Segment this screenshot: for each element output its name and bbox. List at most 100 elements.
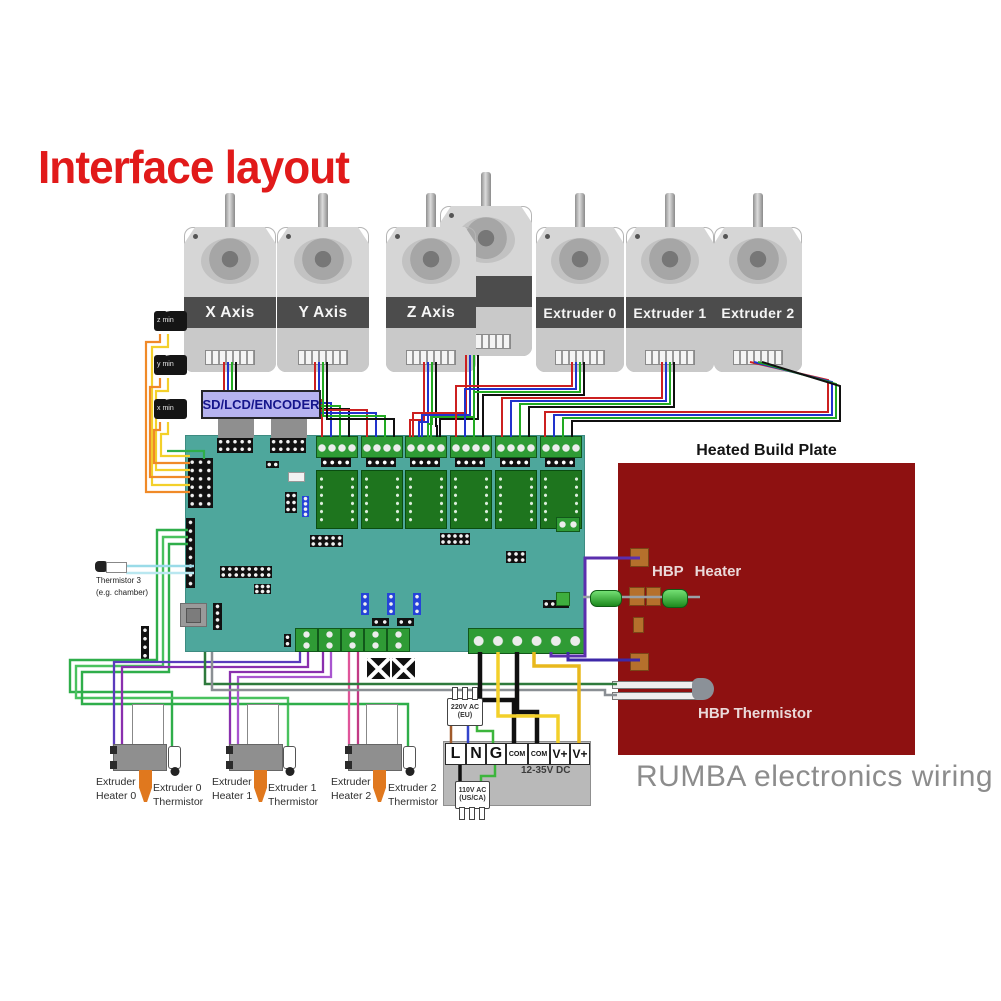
blue-jumper-header	[387, 593, 395, 615]
stepper-terminal	[495, 436, 537, 458]
endstop-label: y min	[157, 361, 174, 368]
thermistor3-body	[106, 562, 127, 573]
pin-header	[397, 618, 414, 626]
plug-prong	[469, 807, 475, 820]
wire-motor-e0	[455, 362, 573, 437]
motor-connector	[645, 350, 695, 365]
wire-motor-e0	[482, 362, 585, 437]
plug-prong	[472, 687, 478, 700]
blue-jumper-header	[302, 496, 309, 517]
pin-header	[141, 626, 149, 660]
motor-connector	[205, 350, 255, 365]
pin-header	[284, 634, 291, 647]
motor-shaft	[753, 193, 763, 231]
stepper-header	[455, 458, 485, 467]
pin-header	[266, 461, 279, 468]
extruder-thermistor-label: Extruder 1 Thermistor	[268, 782, 318, 809]
hbp-thermistor-head	[692, 678, 714, 700]
pin-header	[254, 584, 271, 594]
hbp-led	[662, 589, 688, 608]
plug-prong	[479, 807, 485, 820]
output-terminal	[364, 628, 387, 652]
smd-component	[288, 472, 305, 482]
fuse-holder	[392, 658, 415, 679]
motor-connector	[406, 350, 456, 365]
switch-lever	[164, 399, 187, 401]
endstop-label: x min	[157, 405, 174, 412]
usb-connector	[180, 603, 207, 627]
pin-header	[440, 533, 470, 545]
wire-motor-e1	[510, 362, 667, 437]
endstop-switch-y: y min	[154, 355, 187, 375]
wire-psu-v	[532, 652, 581, 745]
thermistor-probe	[283, 746, 296, 769]
heated-build-plate	[618, 463, 915, 755]
endstop-switch-x: x min	[154, 399, 187, 419]
hbp-solder-pad	[633, 617, 644, 633]
label-line: Heater 1	[212, 789, 253, 802]
extruder-heater-label: Extruder Heater 1	[212, 776, 252, 803]
wire-motor-e0	[473, 362, 581, 437]
motor-shaft	[225, 193, 235, 231]
wire-motor-e1	[528, 362, 675, 437]
terminal-cell-vplus: V+	[570, 743, 590, 765]
terminal-cell-com: COM	[506, 743, 528, 765]
output-terminal	[341, 628, 364, 652]
label-line: Extruder 2	[388, 782, 437, 794]
terminal-cell-g: G	[486, 743, 506, 765]
plug-prong	[459, 807, 465, 820]
stepper-terminal	[361, 436, 403, 458]
motor-extruder-2: Extruder 2	[714, 193, 802, 372]
label-line: Thermistor	[388, 795, 439, 808]
stepper-header	[500, 458, 530, 467]
heated-build-plate-label: Heated Build Plate	[696, 442, 837, 459]
motor-shaft	[481, 172, 491, 210]
stepper-terminal	[316, 436, 358, 458]
extruder-heater-label: Extruder Heater 0	[96, 776, 136, 803]
blue-jumper-header	[361, 593, 369, 615]
lcd-header	[217, 438, 253, 453]
heater-block	[226, 744, 283, 771]
motor-connector	[555, 350, 605, 365]
wire-motor-z	[435, 362, 438, 437]
nozzle	[139, 770, 152, 802]
stepper-header	[321, 458, 351, 467]
extruder-thermistor-label: Extruder 2 Thermistor	[388, 782, 438, 809]
sd-lcd-encoder-box: SD/LCD/ENCODER	[201, 390, 321, 419]
output-terminal	[387, 628, 410, 652]
label-line: Thermistor	[268, 795, 319, 808]
label-line: Extruder 0	[153, 782, 202, 794]
thermistor3-line2: (e.g. chamber)	[96, 587, 149, 597]
wire-motor-e2	[544, 361, 829, 437]
wire-psu-com	[477, 652, 517, 745]
motor-shaft	[575, 193, 585, 231]
wire-motor-e0	[464, 362, 577, 437]
blue-jumper-header	[413, 593, 421, 615]
label-line: Extruder	[96, 776, 136, 788]
wire-thermistor-bus	[68, 528, 188, 750]
hbp-thermistor-leg	[612, 692, 698, 700]
hbp-led	[590, 590, 622, 607]
stepper-header	[366, 458, 396, 467]
motor-x-axis: X Axis	[184, 193, 276, 372]
plug-eu-line1: 220V AC	[450, 703, 480, 711]
pin-header	[310, 535, 343, 547]
driver-socket	[316, 470, 358, 529]
fuse-holder	[367, 658, 390, 679]
driver-socket	[450, 470, 492, 529]
extruder-heater-label: Extruder Heater 2	[331, 776, 371, 803]
hbp-thermistor-leg	[612, 681, 698, 689]
page-title: Interface layout	[38, 141, 350, 193]
motor-shaft	[665, 193, 675, 231]
wire-psu-v	[496, 652, 560, 745]
extruder-thermistor-label: Extruder 0 Thermistor	[153, 782, 203, 809]
diagram-caption: RUMBA electronics wiring	[636, 760, 994, 793]
motor-shaft	[318, 193, 328, 231]
terminal-cell-vplus: V+	[550, 743, 570, 765]
label-line: Extruder	[212, 776, 252, 788]
lcd-header	[270, 438, 306, 453]
thermistor3-line1: Thermistor 3	[96, 576, 141, 585]
plug-prong	[462, 687, 468, 700]
wire-motor-y	[314, 362, 368, 437]
plug-110v-us: 110V AC (US/CA)	[455, 781, 490, 809]
